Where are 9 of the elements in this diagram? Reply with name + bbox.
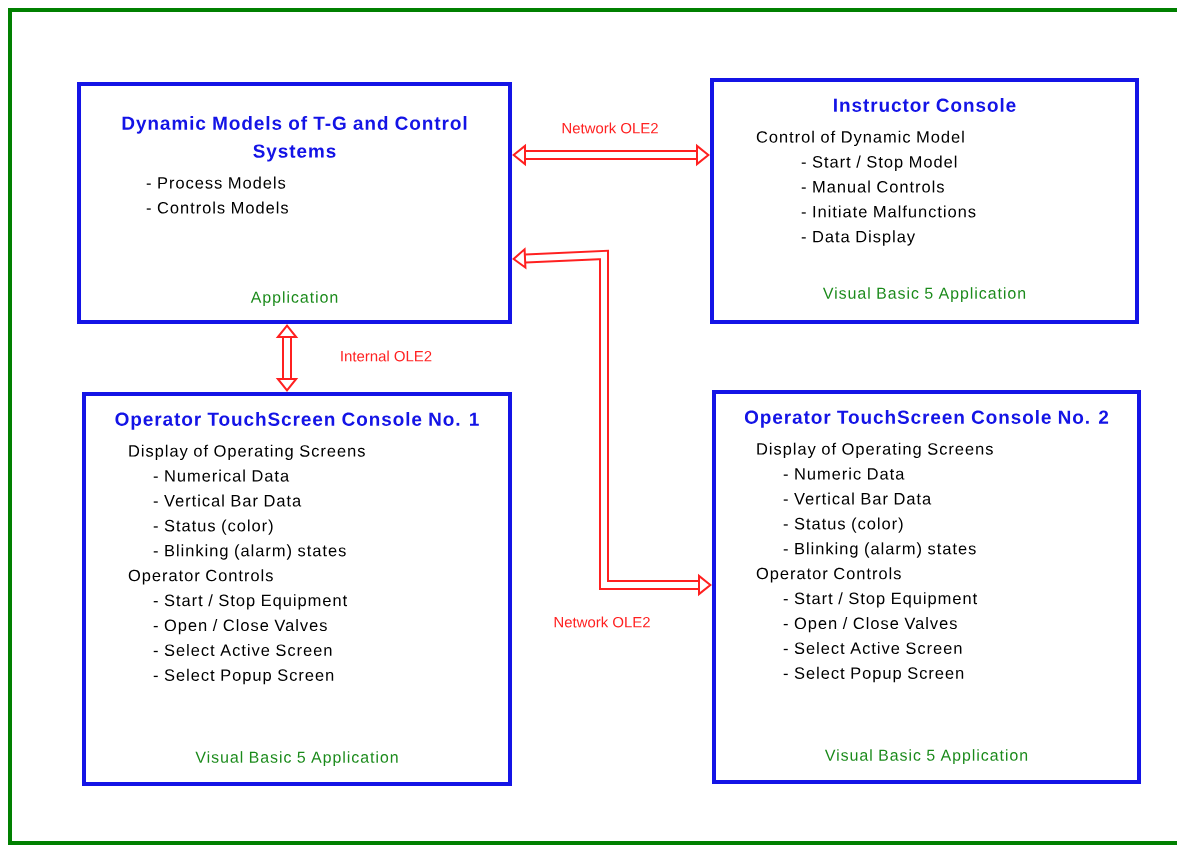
double-arrow <box>275 324 299 392</box>
edge-label: Network OLE2 <box>552 615 652 629</box>
double-arrow <box>512 143 710 167</box>
edge-label: Network OLE2 <box>560 121 660 135</box>
console-box: Operator TouchScreen Console No. 2 Display of Operating Screens - Numeric Data - Vertical Bar Data - Status (color) - Blinking (alarm) states Operator Controls - Start / Stop Equipment - Open / Close Valves - Select Active Screen - Select Popup Screen Visual Basic 5 Application <box>712 390 1141 784</box>
console-box: Instructor Console Control of Dynamic Model - Start / Stop Model - Manual Controls - Initiate Malfunctions - Data Display Visual Basic 5 Application <box>710 78 1139 324</box>
console-box: Dynamic Models of T-G and Control Systems - Process Models - Controls Models Application <box>77 82 512 324</box>
console-box: Operator TouchScreen Console No. 1 Display of Operating Screens - Numerical Data - Vertical Bar Data - Status (color) - Blinking (alarm) states Operator Controls - Start / Stop Equipment - Open / Close Valves - Select Active Screen - Select Popup Screen Visual Basic 5 Application <box>82 392 512 786</box>
edge-label: Internal OLE2 <box>338 349 434 363</box>
